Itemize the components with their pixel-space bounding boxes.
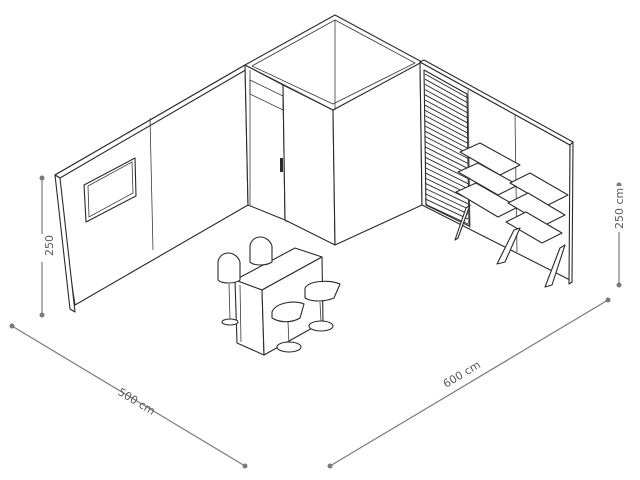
dimension-right-height: 250 cm	[611, 182, 627, 288]
right-wall	[419, 59, 574, 288]
monitor-screen	[83, 157, 137, 223]
side-width-label: 600 cm	[441, 358, 483, 390]
slat-line	[424, 187, 469, 210]
back-wall-left-segment	[244, 64, 287, 223]
slat-line	[424, 193, 469, 215]
door-handle-icon	[280, 158, 283, 172]
slat-line	[424, 125, 469, 149]
slat-line	[424, 161, 469, 185]
slat-line	[424, 146, 469, 169]
slat-line	[424, 73, 469, 99]
slat-line	[424, 135, 469, 159]
slat-line	[424, 110, 469, 134]
slat-line	[424, 89, 469, 114]
stool-4	[304, 280, 341, 332]
slat-line	[424, 198, 469, 220]
dimension-side-width: 600 cm	[327, 297, 611, 469]
stool-1	[217, 252, 241, 326]
shelf-unit	[454, 142, 569, 288]
left-wall	[54, 64, 250, 313]
storage-room	[244, 14, 423, 246]
stool-2	[249, 236, 273, 266]
slat-line	[424, 104, 469, 129]
front-width-label: 500 cm	[115, 385, 157, 417]
stool-3	[271, 301, 305, 353]
slat-line	[424, 130, 469, 154]
slat-line	[424, 84, 469, 109]
slat-line	[424, 203, 469, 225]
dimension-left-height: 250	[34, 175, 56, 318]
dimension-front-width: 500 cm	[9, 323, 248, 469]
slat-line	[424, 115, 469, 139]
slat-line	[424, 141, 469, 164]
right-height-label: 250 cm	[613, 188, 626, 229]
slat-line	[424, 99, 469, 124]
slat-line	[424, 120, 469, 144]
slat-line	[424, 151, 469, 175]
slatwall-panel	[423, 69, 470, 227]
slat-line	[424, 167, 469, 190]
slat-line	[424, 156, 469, 180]
left-height-label: 250	[43, 235, 56, 256]
slat-line	[424, 78, 469, 104]
slat-line	[424, 94, 469, 119]
bar-counter	[234, 247, 324, 356]
slat-line	[424, 182, 469, 205]
